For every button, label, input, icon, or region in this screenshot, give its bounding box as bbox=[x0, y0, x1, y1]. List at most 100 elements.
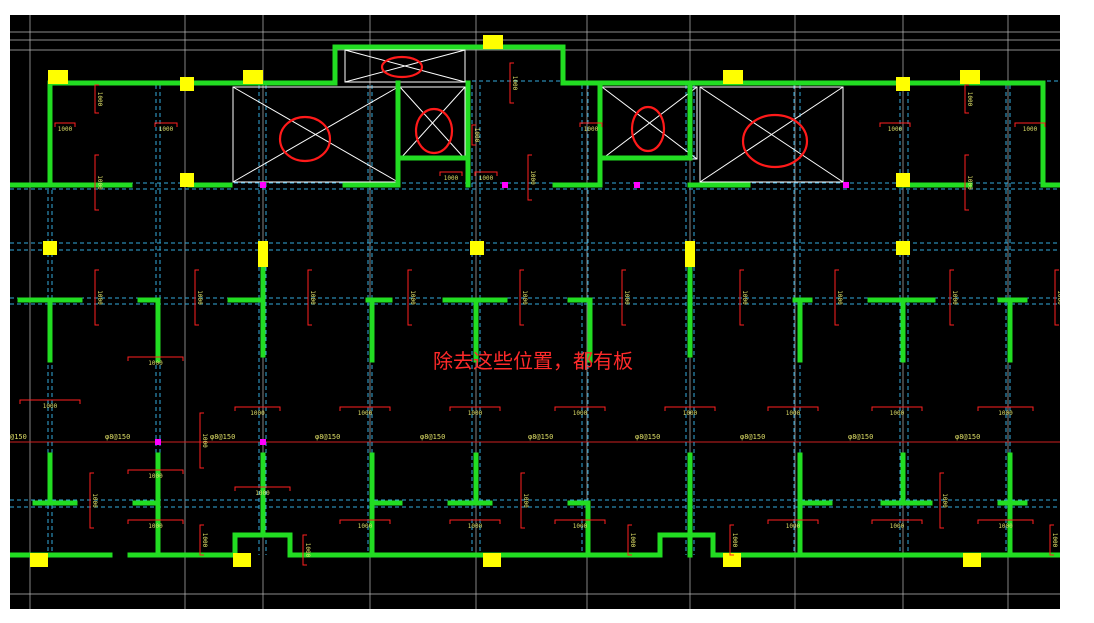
opening-box bbox=[344, 49, 466, 83]
dim-horizontal: 1000 bbox=[871, 519, 923, 530]
dim-text: 1000 bbox=[941, 493, 948, 508]
dim-bracket bbox=[19, 399, 81, 404]
dim-horizontal: 1000 bbox=[977, 406, 1034, 417]
dim-vertical: 1000 bbox=[1049, 524, 1058, 556]
dim-bracket bbox=[89, 472, 94, 529]
dim-vertical: 1000 bbox=[949, 269, 958, 326]
dim-vertical: 1000 bbox=[94, 84, 103, 114]
dim-vertical: 1000 bbox=[302, 534, 311, 566]
column bbox=[483, 35, 503, 49]
dim-text: 1000 bbox=[741, 290, 748, 305]
highlight-circle bbox=[414, 107, 454, 155]
dim-text: 1000 bbox=[888, 126, 903, 133]
dim-text: 1000 bbox=[58, 126, 73, 133]
column bbox=[483, 553, 501, 567]
dim-text: 1000 bbox=[890, 523, 905, 530]
wall-segment bbox=[597, 80, 693, 161]
dim-horizontal: 1000 bbox=[554, 406, 606, 417]
dim-horizontal: 1000 bbox=[871, 406, 923, 417]
dim-vertical: 1000 bbox=[1054, 269, 1060, 326]
dim-text: 1000 bbox=[148, 473, 163, 480]
marker bbox=[260, 182, 266, 188]
rebar-label: φ8@150 bbox=[848, 433, 873, 441]
dim-bracket bbox=[154, 122, 178, 127]
dim-text: 1000 bbox=[1023, 126, 1038, 133]
marker bbox=[843, 182, 849, 188]
dim-bracket bbox=[554, 519, 606, 524]
wall-segment bbox=[567, 297, 593, 363]
column bbox=[896, 241, 910, 255]
dim-bracket bbox=[527, 154, 532, 201]
dim-vertical: 1000 bbox=[834, 269, 843, 326]
dim-bracket bbox=[834, 269, 839, 326]
dim-bracket bbox=[339, 519, 391, 524]
wall-segment bbox=[232, 532, 293, 558]
dim-bracket bbox=[449, 406, 501, 411]
dim-bracket bbox=[199, 412, 204, 469]
dim-vertical: 1000 bbox=[307, 269, 316, 326]
dim-text: 1000 bbox=[511, 76, 518, 91]
opening-cross bbox=[344, 49, 466, 83]
dim-text: 1000 bbox=[201, 433, 208, 448]
dim-bracket bbox=[1014, 122, 1046, 127]
dim-bracket bbox=[964, 154, 969, 211]
dim-text: 1000 bbox=[786, 523, 801, 530]
dim-horizontal: 1000 bbox=[234, 406, 281, 417]
column bbox=[30, 553, 48, 567]
dim-horizontal: 1000 bbox=[767, 406, 819, 417]
dim-horizontal: 1000 bbox=[127, 356, 184, 367]
dim-bracket bbox=[234, 486, 291, 491]
rebar-label: φ8@150 bbox=[105, 433, 130, 441]
highlight-circle bbox=[278, 115, 332, 163]
column bbox=[723, 553, 741, 567]
dim-bracket bbox=[194, 269, 199, 326]
dim-vertical: 1000 bbox=[199, 524, 208, 556]
dim-bracket bbox=[949, 269, 954, 326]
dim-bracket bbox=[474, 171, 498, 176]
dim-bracket bbox=[519, 269, 524, 326]
dim-bracket bbox=[729, 524, 734, 556]
column bbox=[43, 241, 57, 255]
dim-bracket bbox=[554, 406, 606, 411]
marker bbox=[502, 182, 508, 188]
dim-text: 1000 bbox=[951, 290, 958, 305]
highlight-circle bbox=[380, 55, 424, 79]
marker bbox=[260, 439, 266, 445]
dim-bracket bbox=[1049, 524, 1054, 556]
opening-cross bbox=[399, 86, 466, 160]
dim-horizontal: 1000 bbox=[1014, 122, 1046, 133]
dim-bracket bbox=[471, 124, 476, 146]
dim-vertical: 1000 bbox=[89, 472, 98, 529]
dim-bracket bbox=[439, 171, 463, 176]
wall-segment bbox=[47, 44, 1046, 188]
column bbox=[896, 77, 910, 91]
dim-text: 1000 bbox=[890, 410, 905, 417]
dim-horizontal: 1000 bbox=[127, 519, 184, 530]
dim-text: 1000 bbox=[43, 403, 58, 410]
dim-horizontal: 1000 bbox=[127, 469, 184, 480]
dim-vertical: 1000 bbox=[94, 269, 103, 326]
highlight-circle bbox=[630, 105, 666, 153]
dim-vertical: 1000 bbox=[471, 124, 480, 146]
highlight-circles bbox=[278, 55, 809, 169]
dim-horizontal: 1000 bbox=[977, 519, 1034, 530]
dim-text: 1000 bbox=[196, 290, 203, 305]
rebar-label: φ8@150 bbox=[635, 433, 660, 441]
dim-text: 1000 bbox=[529, 170, 536, 185]
dim-text: 1000 bbox=[522, 493, 529, 508]
dim-text: 1000 bbox=[96, 175, 103, 190]
dim-vertical: 1000 bbox=[509, 62, 518, 104]
marker bbox=[155, 439, 161, 445]
columns bbox=[30, 35, 981, 567]
cad-drawing-viewport[interactable]: 1000 1000 1000 1000 1000 1000 1000 1000 1000 1000… bbox=[10, 15, 1060, 609]
dim-horizontal: 1000 bbox=[879, 122, 911, 133]
floor-plan-drawing: 1000 1000 1000 1000 1000 1000 1000 1000 1000 1000… bbox=[10, 15, 1060, 609]
dim-bracket bbox=[627, 524, 632, 556]
dim-horizontal: 1000 bbox=[579, 122, 603, 133]
markers bbox=[155, 182, 849, 445]
marker bbox=[634, 182, 640, 188]
dim-text: 1000 bbox=[159, 126, 174, 133]
dim-bracket bbox=[879, 122, 911, 127]
dim-text: 1000 bbox=[468, 523, 483, 530]
dim-horizontal: 1000 bbox=[154, 122, 178, 133]
